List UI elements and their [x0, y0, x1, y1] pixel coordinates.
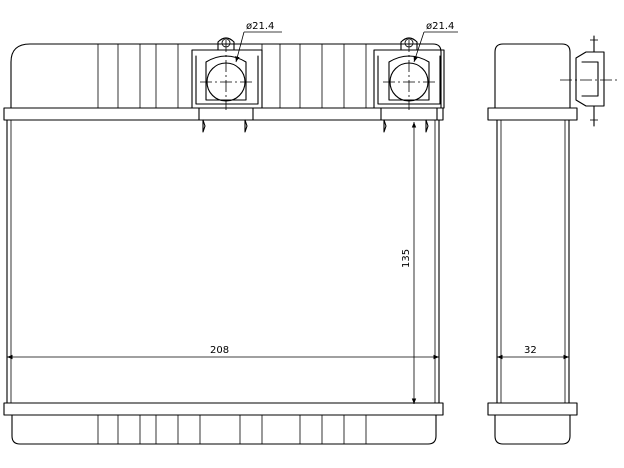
- core: [6, 119, 440, 404]
- left-pipe-fitting: [191, 37, 263, 133]
- side-bottom-tank: [494, 414, 571, 445]
- width-dimension-label: 208: [210, 345, 229, 356]
- side-core: [496, 119, 570, 404]
- bottom-header-plate: [3, 402, 444, 416]
- side-bottom-plate: [487, 402, 578, 416]
- side-top-tank: [494, 43, 571, 109]
- right-pipe-diameter-label: ø21.4: [426, 21, 454, 32]
- top-tank: [10, 43, 442, 109]
- left-pipe-diameter-label: ø21.4: [246, 21, 274, 32]
- right-diameter-leader: [413, 31, 458, 63]
- top-header-plate: [3, 107, 444, 121]
- side-view: 32: [487, 35, 620, 445]
- bottom-tank: [11, 414, 437, 445]
- side-pipe-fitting: [560, 35, 620, 127]
- front-view: ø21.4 ø21.4 208 135: [3, 21, 458, 445]
- depth-dimension-label: 32: [524, 345, 537, 356]
- right-pipe-fitting: [373, 37, 445, 133]
- side-top-plate: [487, 107, 578, 121]
- height-dimension-label: 135: [401, 249, 412, 268]
- left-diameter-leader: [235, 31, 282, 63]
